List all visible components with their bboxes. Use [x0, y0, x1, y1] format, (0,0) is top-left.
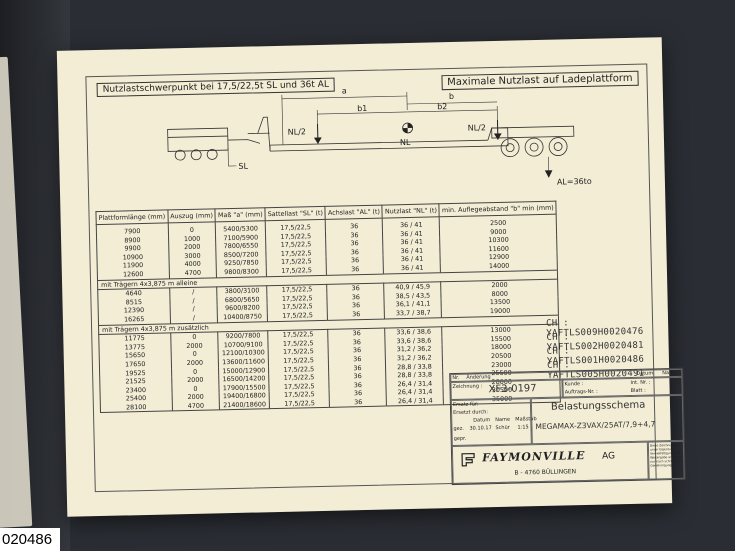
gooseneck — [247, 116, 271, 152]
table-cell: 0 — [167, 221, 216, 236]
tb-nr: Nr. — [452, 374, 460, 382]
tb-name: Name — [662, 369, 678, 377]
truck-rear — [167, 127, 261, 161]
tb-blatt: Blatt : — [630, 387, 646, 394]
tb-ersatz-fuer: Ersatz für: — [452, 401, 479, 409]
tb-kunde: Kunde : — [564, 381, 584, 388]
dim-a — [281, 95, 407, 100]
tb-datum: Datum — [636, 370, 654, 377]
company-suffix: AG — [602, 451, 616, 462]
table-cell: 36 — [329, 397, 387, 408]
label-b: b — [449, 92, 454, 101]
table-cell: 28100 — [100, 402, 173, 413]
rear-bogie — [491, 125, 575, 158]
label-nl: NL — [400, 138, 411, 147]
copyright-note: Diese Zeichnung ist unser Eigentum. Verv… — [649, 442, 683, 468]
table-cell: 5400/5300 — [215, 220, 266, 234]
label-nl-half-left: NL/2 — [288, 127, 306, 136]
col-header-al: Achslast "AL" (t) — [325, 205, 383, 220]
tb-int-nr: Int. Nr. : — [630, 379, 651, 386]
company-name: FAYMONVILLE — [481, 449, 586, 465]
sheet-title: Belastungsschema — [550, 399, 646, 413]
drawing-number: XF3-0197 — [488, 383, 537, 396]
title-block: Nr. Änderung Datum Name Zeichnung : XF3-… — [449, 367, 686, 486]
tb-auftrags-nr: Auftrags-Nr. : — [564, 388, 598, 396]
trailer-drawing: a b b1 b2 NL/2 NL NL/2 SL AL=36to — [167, 86, 592, 187]
tb-name-col: Name — [495, 416, 511, 424]
dim-b2 — [407, 109, 498, 113]
tb-aenderung: Änderung — [466, 374, 491, 381]
tb-name-value: Schür — [495, 424, 510, 432]
label-al: AL=36to — [557, 177, 592, 187]
tb-gez: gez. — [453, 425, 465, 433]
table-cell: 21400/18600 — [219, 400, 270, 411]
table-cell: 10400/8750 — [217, 312, 268, 323]
table-cell: 17,5/22,5 — [269, 398, 330, 410]
col-header-dimension-a: Maß "a" (mm) — [215, 207, 266, 222]
drawing-frame: Nutzlastschwerpunkt bei 17,5/22,5t SL un… — [85, 63, 686, 493]
tb-massstab-value: 1:15 — [517, 424, 529, 431]
faymonville-logo-icon — [461, 452, 475, 467]
tb-datum-col: Datum — [473, 417, 491, 424]
tb-zeichnung-label: Zeichnung : — [452, 383, 483, 391]
label-b1: b1 — [357, 104, 367, 113]
col-header-extension: Auszug (mm) — [167, 208, 216, 223]
table-cell: 4700 — [171, 401, 220, 412]
label-nl-half-right: NL/2 — [468, 123, 486, 132]
tb-datum-value: 30.10.17 — [469, 425, 492, 432]
dim-b1 — [317, 111, 408, 115]
col-header-nl: Nutzlast "NL" (t) — [382, 203, 440, 219]
tb-gepr: gepr. — [453, 435, 467, 443]
label-b2: b2 — [437, 102, 447, 111]
company-address: B - 4760 BÜLLINGEN — [514, 468, 577, 477]
table-cell: 26,4 / 31,4 — [386, 396, 444, 407]
drawing-sheet: Nutzlastschwerpunkt bei 17,5/22,5t SL un… — [56, 37, 686, 517]
label-sl: SL — [238, 162, 248, 171]
overlay-tag: 020486 — [0, 528, 60, 551]
tb-ersetzt-durch: Ersetzt durch: — [453, 409, 489, 417]
label-a: a — [342, 86, 347, 95]
center-of-gravity-icon — [402, 122, 414, 134]
